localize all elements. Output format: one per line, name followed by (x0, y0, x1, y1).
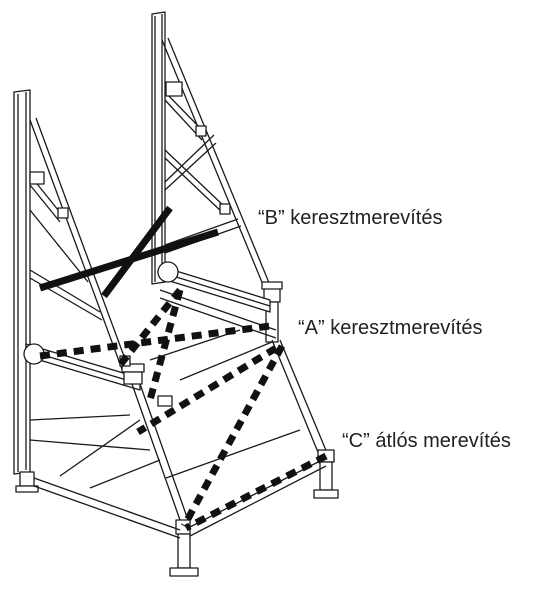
b-cross-bracing (38, 205, 220, 299)
back-right-upright (151, 11, 283, 343)
label-a-cross-bracing: “A” keresztmerevítés (298, 317, 483, 339)
c-diagonal-bracing (180, 344, 328, 532)
back-left-upright (13, 89, 145, 493)
a-cross-bracing (39, 287, 278, 435)
front-left-leg (29, 383, 199, 577)
mid-connectors (119, 289, 277, 407)
label-b-cross-bracing: “B” keresztmerevítés (258, 207, 443, 229)
label-c-diagonal-bracing: “C” átlós merevítés (342, 430, 511, 452)
front-right-leg (165, 339, 339, 537)
